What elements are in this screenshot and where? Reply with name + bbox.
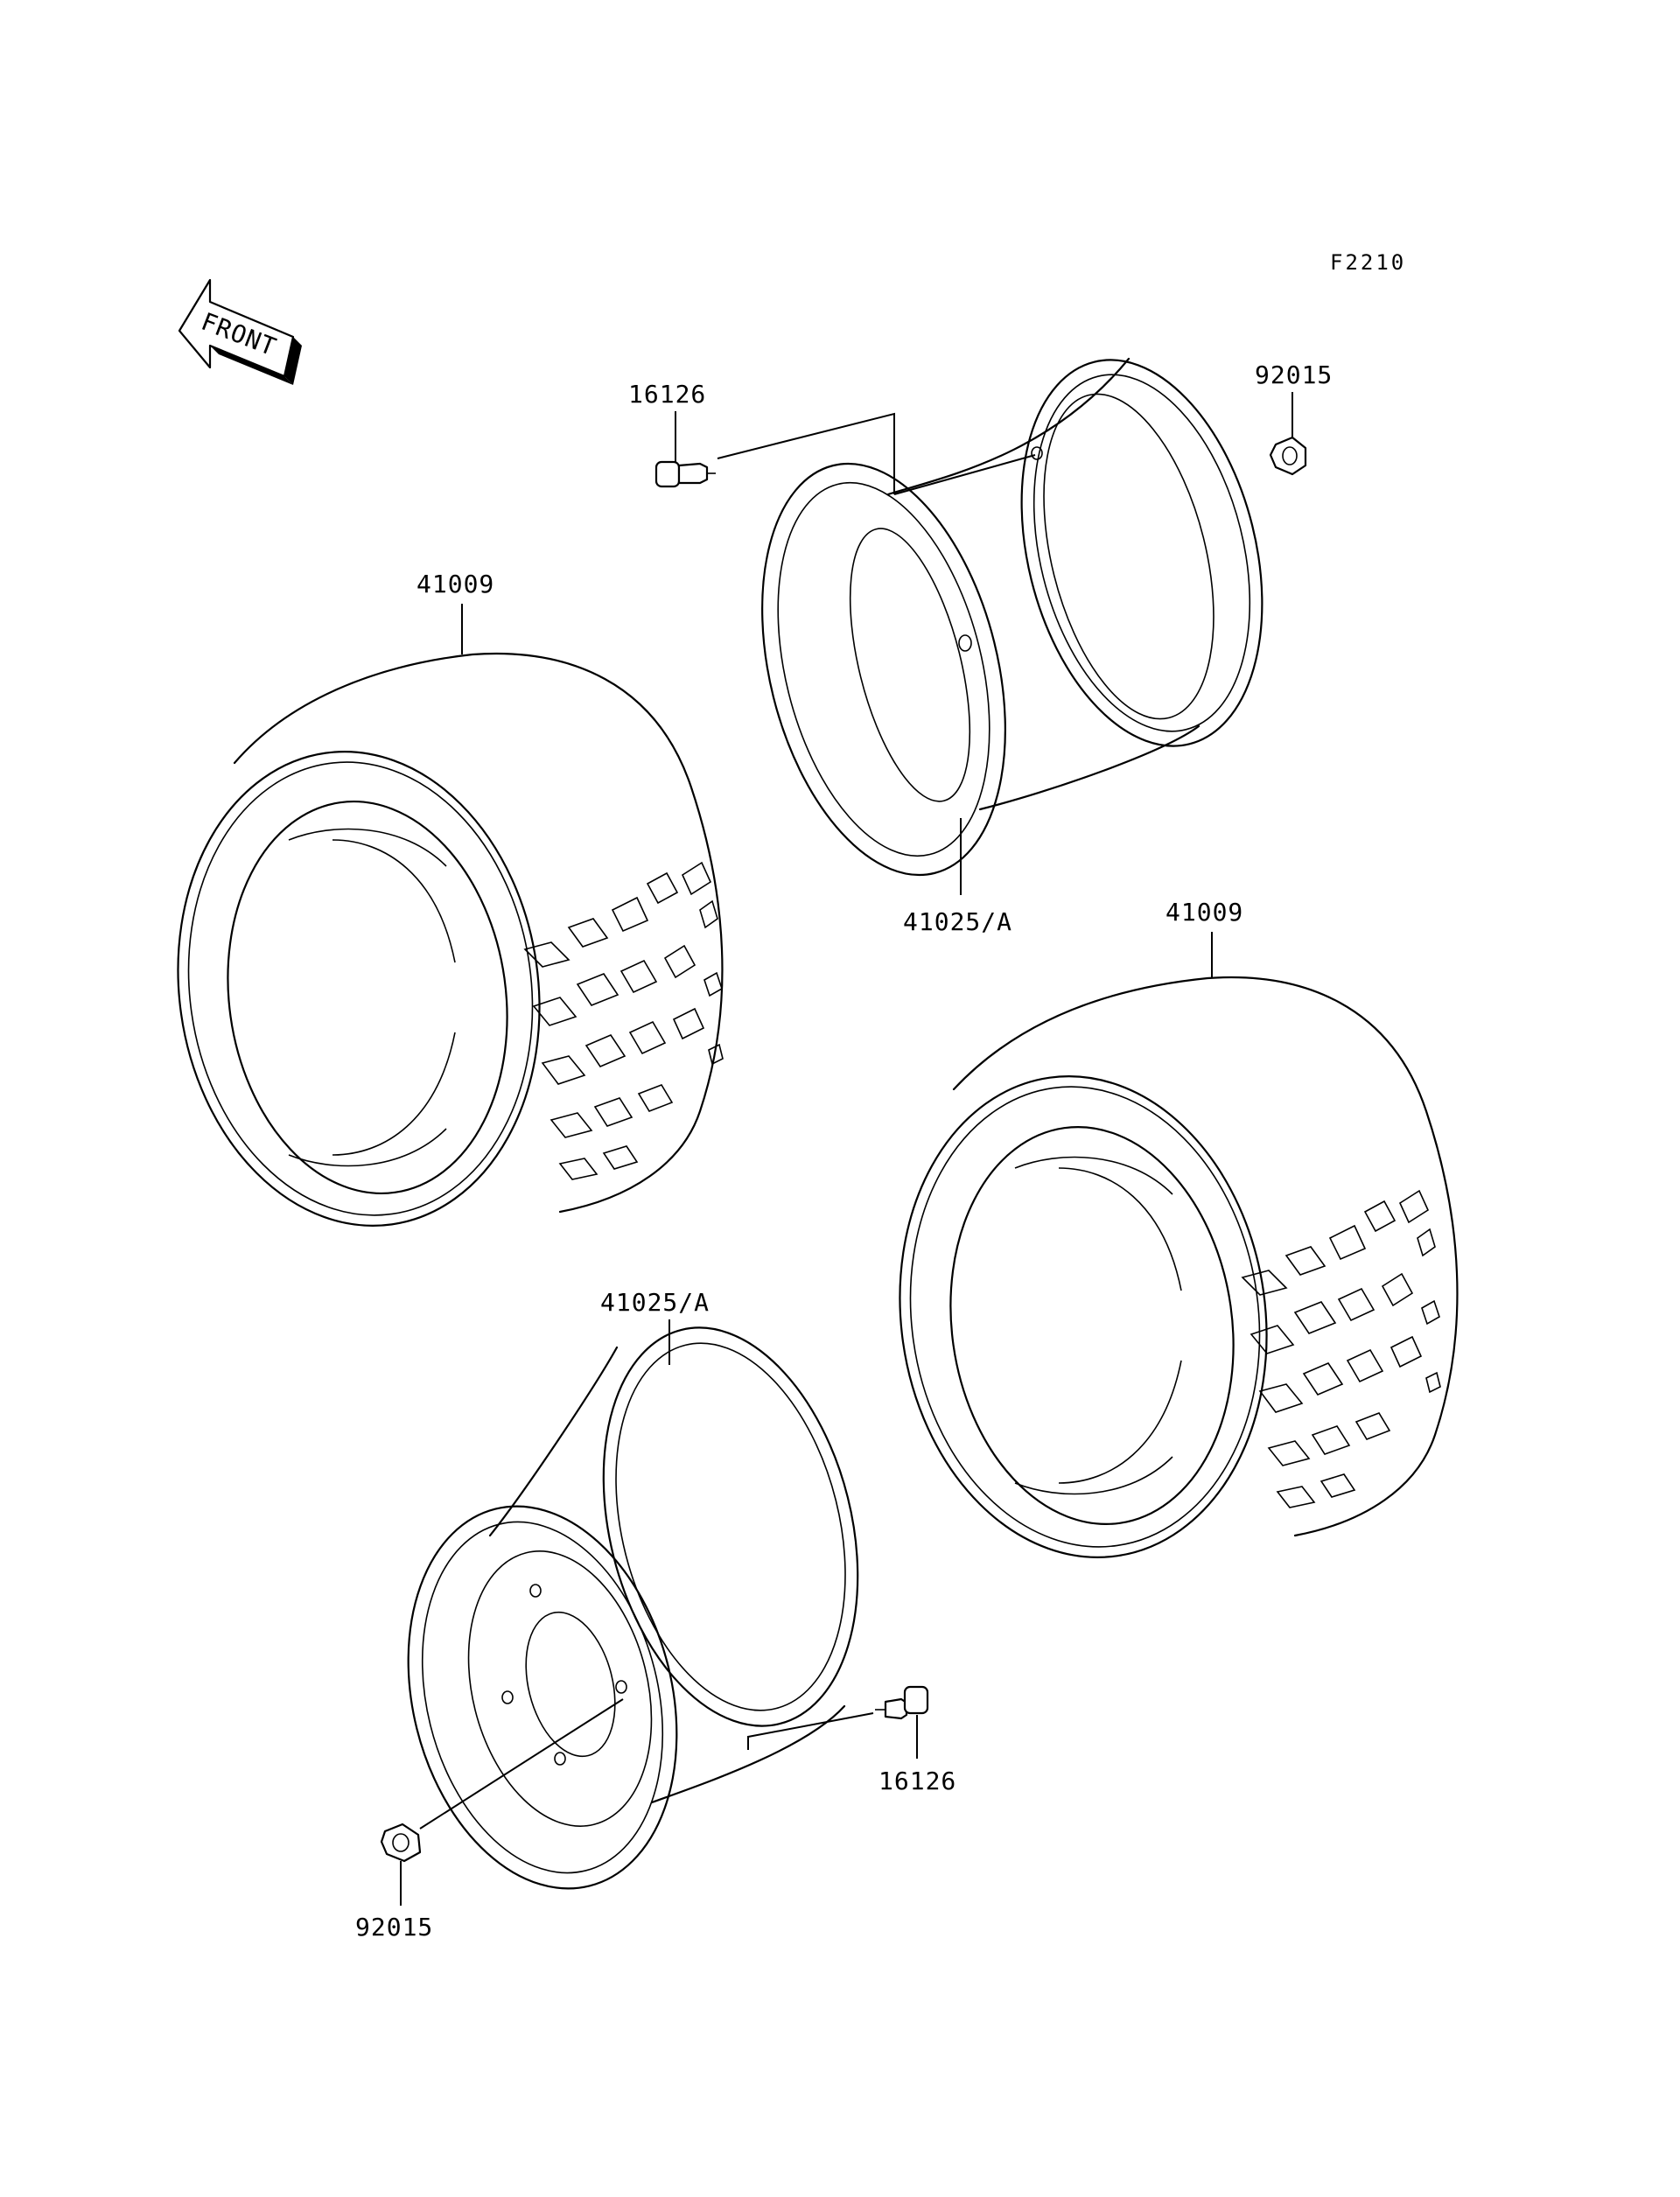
label-tire-right: 41009: [1166, 898, 1243, 927]
valve-top-icon: [654, 460, 716, 488]
leader-valve-top-hole: [893, 454, 1036, 495]
label-nut-bottom: 92015: [355, 1913, 433, 1942]
wheel-top-drawing: [761, 357, 1264, 877]
label-valve-top: 16126: [628, 380, 706, 409]
valve-bottom-icon: [875, 1685, 929, 1720]
label-wheel-top: 41025/A: [903, 907, 1012, 936]
tire-right-drawing: [899, 976, 1459, 1558]
label-tire-left: 41009: [416, 570, 494, 598]
nut-top-icon: [1269, 436, 1307, 476]
wheel-bottom-drawing: [407, 1326, 859, 1890]
figure-id: F2210: [1330, 250, 1406, 275]
tire-left-drawing: [177, 653, 724, 1227]
leader-nut-bottom-hole: [419, 1698, 624, 1830]
label-nut-top: 92015: [1255, 360, 1333, 389]
label-valve-bottom: 16126: [878, 1767, 956, 1795]
front-arrow-icon: FRONT: [178, 278, 302, 385]
leader-valve-bottom: [747, 1712, 874, 1750]
nut-bottom-icon: [380, 1823, 422, 1863]
leader-valve-top: [717, 412, 895, 494]
label-wheel-bottom: 41025/A: [600, 1288, 710, 1317]
